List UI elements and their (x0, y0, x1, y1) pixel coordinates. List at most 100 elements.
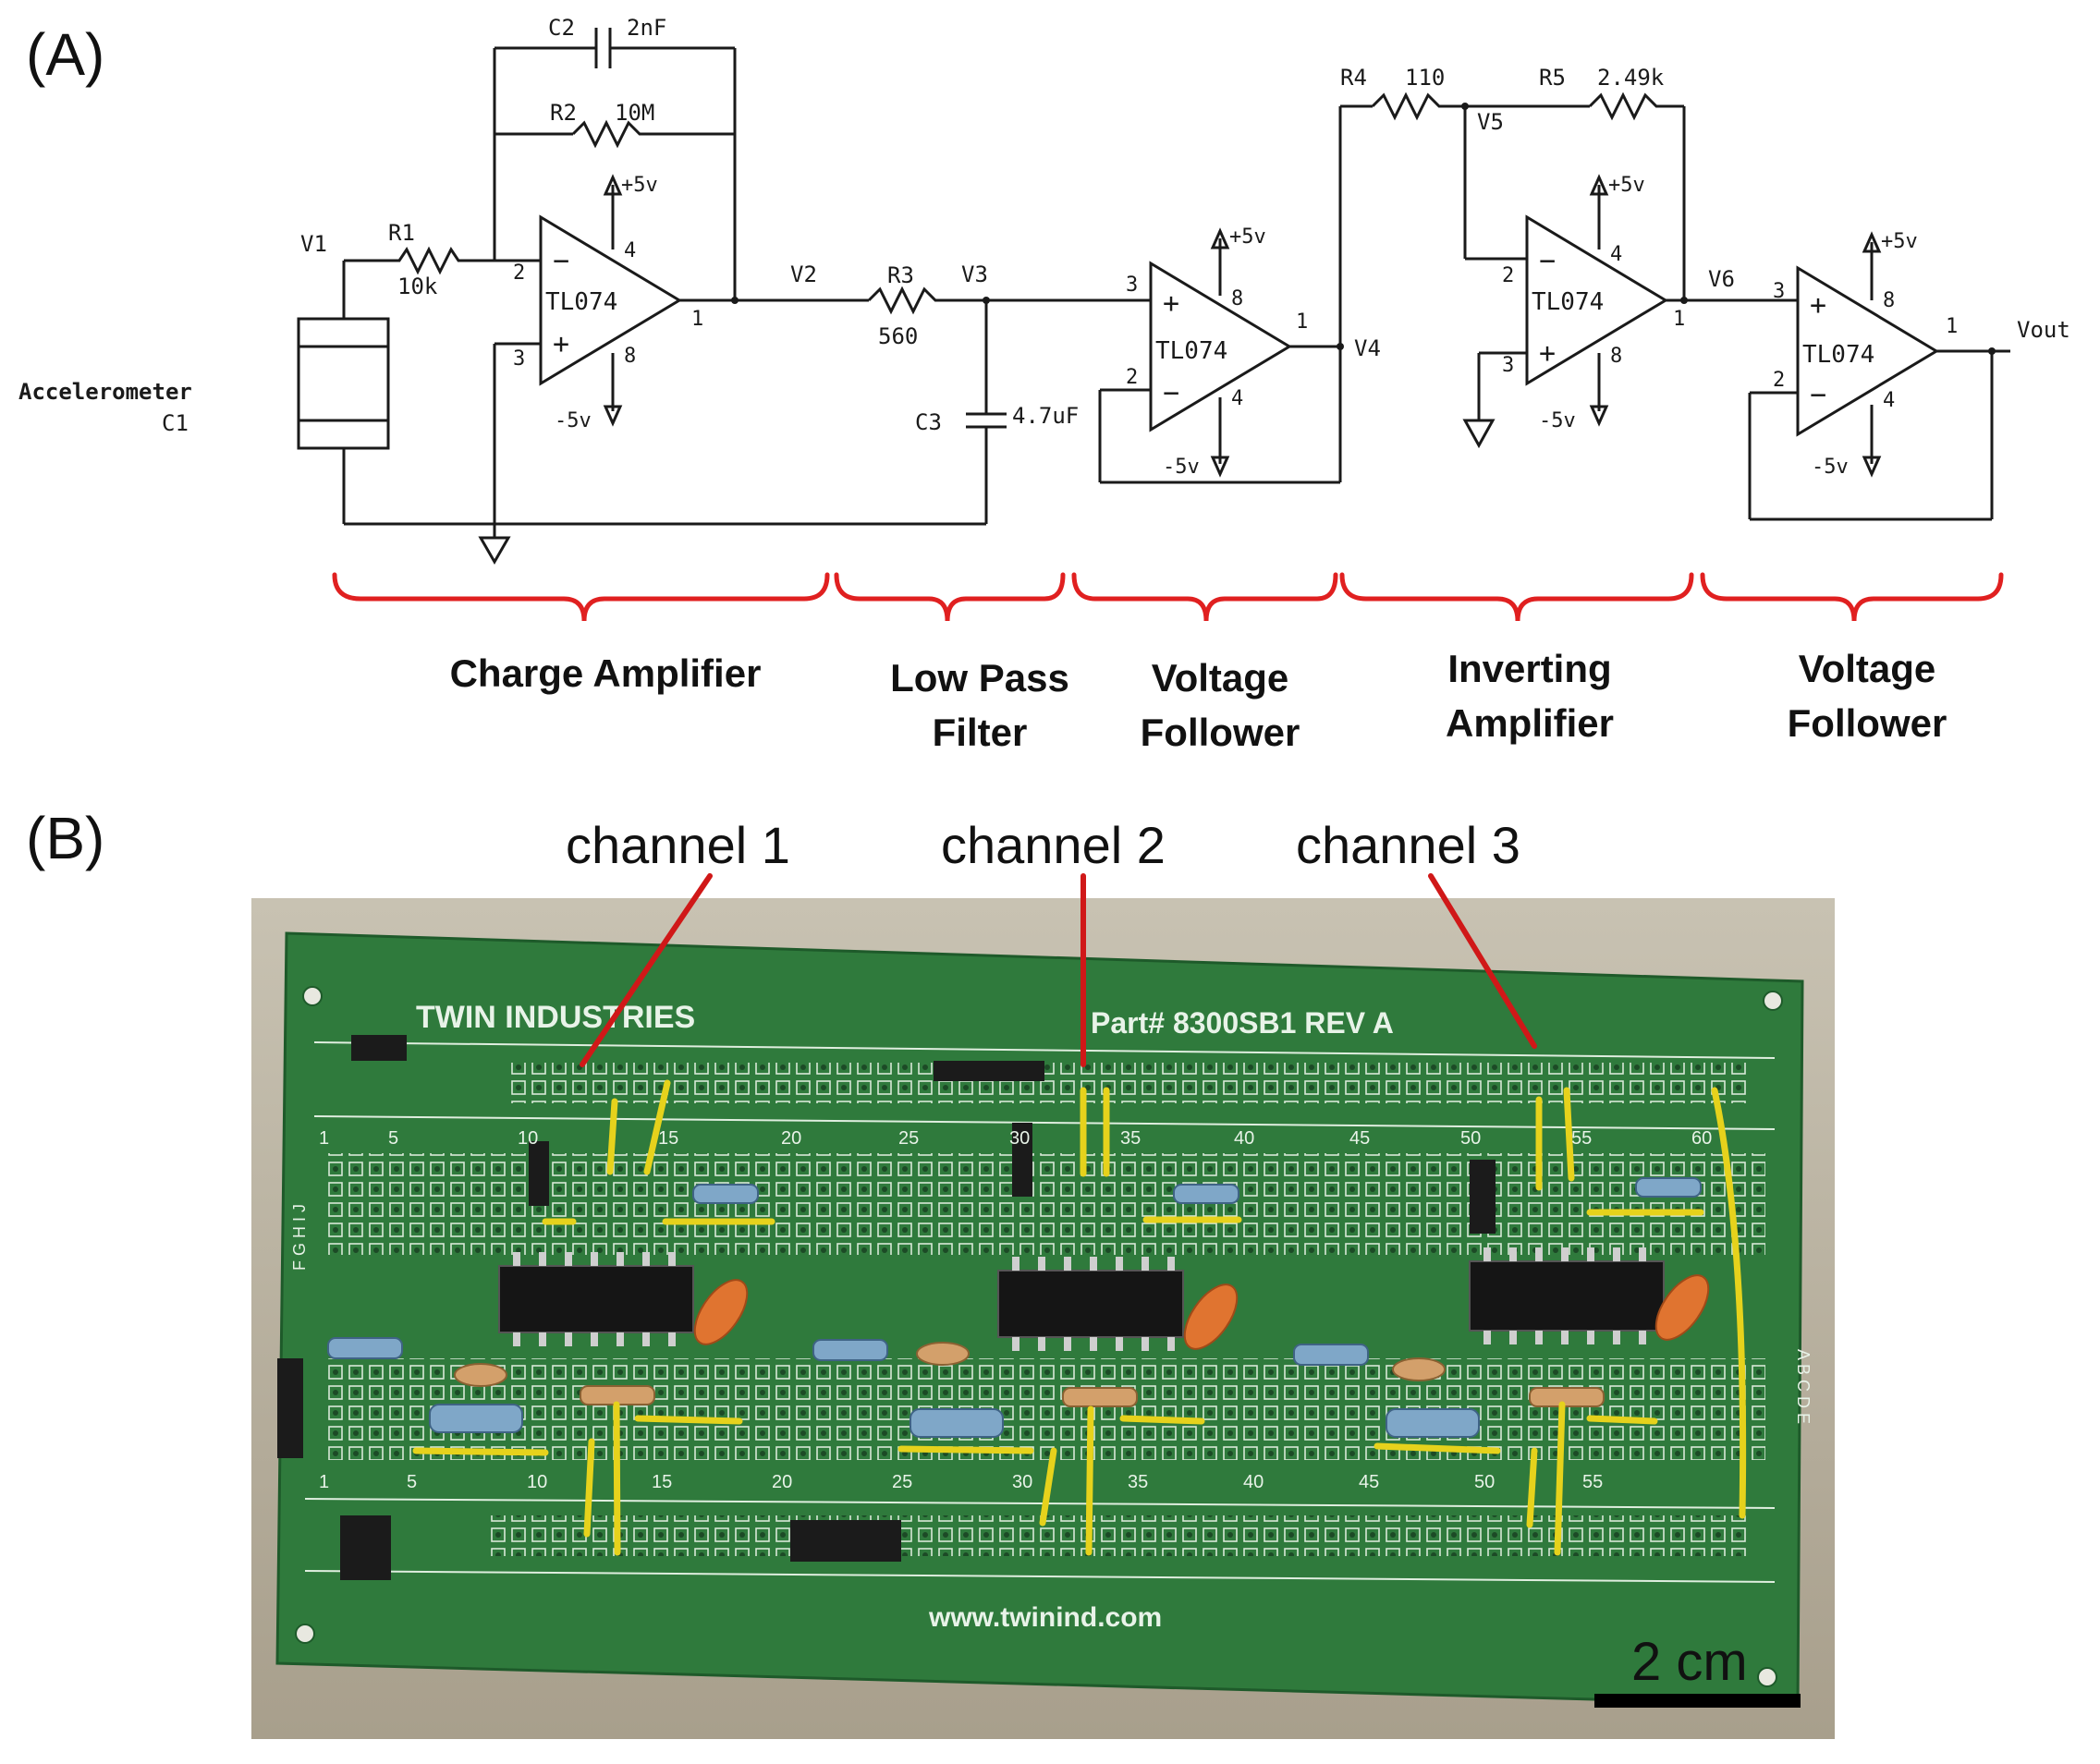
jumper-wire (1039, 1447, 1057, 1527)
opamp-2 (1149, 261, 1292, 432)
r1-ref-label: R1 (388, 220, 415, 246)
channel-1-pointer (580, 873, 713, 1067)
opamp-1-chip-label: TL074 (545, 288, 617, 316)
column-number: 50 (1460, 1128, 1481, 1149)
opamp-2-chip-label: TL074 (1155, 337, 1227, 365)
pin-header (351, 1035, 407, 1061)
column-number: 50 (1474, 1472, 1495, 1492)
node-v2-label: V2 (790, 262, 817, 287)
resistor-r4 (1371, 91, 1590, 121)
column-number: 5 (388, 1128, 398, 1149)
resistor-blue (429, 1404, 523, 1433)
opamp-4-vpos-label: +5v (1881, 230, 1918, 253)
c2-ref-label: C2 (548, 15, 575, 41)
pin-label: 1 (691, 308, 703, 331)
pin-label: 2 (1502, 264, 1514, 287)
pin-label: 1 (1673, 308, 1685, 331)
column-number: 45 (1359, 1472, 1379, 1492)
stage-label-low-pass-filter: Low Pass Filter (890, 656, 1069, 754)
column-number: 5 (407, 1472, 417, 1492)
jumper-wire (634, 1415, 743, 1425)
opamp-3-vneg-label: -5v (1539, 409, 1576, 432)
bus-strip-bottom (490, 1515, 1747, 1556)
resistor-r5 (1588, 91, 1684, 121)
svg-text:+: + (1810, 289, 1826, 322)
ground-symbol-1 (478, 536, 511, 566)
circuit-schematic: −+ +− −+ +− C2 2nF R2 10M R1 10k R3 560 … (18, 15, 2070, 622)
board-part-label: Part# 8300SB1 REV A (1091, 1006, 1394, 1040)
column-number: 15 (652, 1472, 672, 1492)
column-number: 10 (518, 1128, 538, 1149)
svg-text:−: − (1163, 377, 1179, 409)
bus-strip-top (508, 1063, 1747, 1103)
resistor-blue (1173, 1184, 1239, 1204)
r3-ref-label: R3 (887, 262, 914, 288)
resistor-blue (692, 1184, 759, 1204)
row-letters-bottom: A B C D E (1794, 1349, 1813, 1424)
ceramic-capacitor (1392, 1357, 1446, 1381)
accelerometer-label: Accelerometer (18, 379, 192, 405)
board-website-label: www.twinind.com (928, 1602, 1162, 1633)
channel-2-label: channel 2 (941, 816, 1166, 874)
opamp-1-vpos-label: +5v (621, 174, 658, 197)
ic-chip-2 (997, 1257, 1184, 1351)
opamp-4-vneg-label: -5v (1812, 456, 1849, 479)
column-number: 40 (1243, 1472, 1264, 1492)
stage-label-charge-amplifier: Charge Amplifier (449, 651, 762, 695)
accelerometer-ref-label: C1 (162, 410, 189, 436)
pin-label: 3 (1126, 274, 1138, 297)
column-number: 10 (527, 1472, 547, 1492)
resistor-tan (1529, 1387, 1605, 1407)
pin-header (529, 1141, 549, 1206)
resistor-blue (327, 1337, 403, 1359)
pin-label: 3 (1502, 354, 1514, 377)
jumper-wire (1374, 1442, 1501, 1454)
orange-capacitor (1654, 1274, 1710, 1341)
stage-bracket-1 (332, 572, 830, 622)
opamp-3-chip-label: TL074 (1532, 288, 1604, 316)
jumper-wire (1586, 1415, 1658, 1425)
column-number: 20 (781, 1128, 801, 1149)
stage-label-voltage-follower-2: Voltage Follower (1787, 647, 1947, 745)
pin-label: 4 (1231, 387, 1243, 410)
opamp-4 (1796, 265, 1939, 437)
scale-bar (1594, 1694, 1801, 1708)
pin-header (277, 1358, 303, 1458)
c2-value-label: 2nF (627, 15, 666, 41)
pin-label: 1 (1946, 315, 1958, 338)
column-number: 30 (1012, 1472, 1032, 1492)
resistor-blue (812, 1339, 888, 1361)
stage-bracket-3 (1071, 572, 1338, 622)
resistor-blue (910, 1408, 1004, 1438)
jumper-wire (1526, 1447, 1538, 1528)
pin-label: 3 (513, 347, 525, 371)
pin-label: 2 (1126, 366, 1138, 389)
stage-bracket-2 (834, 572, 1066, 622)
r3-value-label: 560 (878, 323, 918, 349)
svg-text:−: − (1810, 379, 1826, 411)
jumper-wire (412, 1447, 549, 1456)
pin-label: 8 (1610, 345, 1622, 368)
opamp-3 (1525, 214, 1668, 386)
pin-label: 8 (1231, 287, 1243, 310)
pin-header (934, 1061, 1044, 1081)
resistor-r2 (571, 119, 735, 149)
svg-text:+: + (553, 328, 569, 360)
column-number: 60 (1691, 1128, 1712, 1149)
channel-1-label: channel 1 (566, 816, 790, 874)
r2-ref-label: R2 (550, 100, 577, 126)
stage-bracket-4 (1339, 572, 1694, 622)
svg-text:+: + (1539, 337, 1556, 370)
jumper-wire (1085, 1405, 1094, 1556)
pin-label: 8 (624, 345, 636, 368)
jumper-wire (1554, 1401, 1566, 1556)
opamp-3-vpos-label: +5v (1608, 174, 1645, 197)
node-v6-label: V6 (1708, 266, 1735, 292)
node-v5-label: V5 (1477, 109, 1504, 135)
r2-value-label: 10M (615, 100, 654, 126)
jumper-wire (1119, 1415, 1205, 1425)
column-number: 45 (1349, 1128, 1370, 1149)
jumper-wire-long (1711, 1087, 1747, 1519)
node-v3-label: V3 (961, 262, 988, 287)
